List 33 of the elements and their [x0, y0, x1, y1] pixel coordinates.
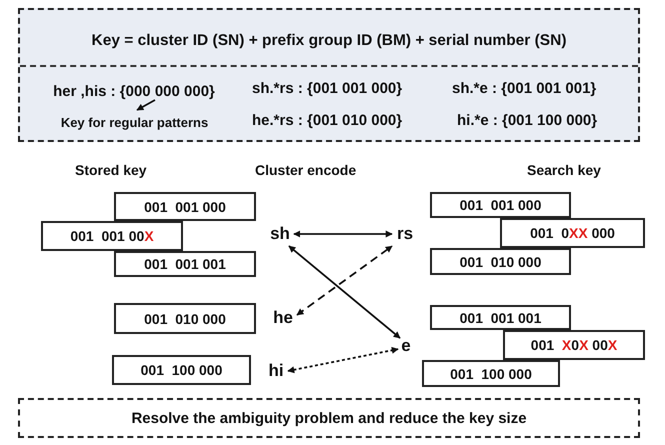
key-entry: he.*rs : {001 010 000} [252, 112, 402, 129]
key-entry: her ,his : {000 000 000} [34, 80, 234, 102]
key-box: 001 001 001 [114, 251, 256, 277]
key-entry: sh.*e : {001 001 001} [452, 80, 596, 97]
key-box: 001 100 000 [112, 355, 251, 385]
arrow [293, 230, 393, 238]
key-box: 001 010 000 [430, 248, 571, 275]
key-entry: sh.*rs : {001 001 000} [252, 80, 402, 97]
key-box: 001 001 000 [114, 192, 256, 221]
cluster-label: he [270, 307, 296, 329]
arrow [296, 245, 393, 316]
key-box: 001 001 001 [430, 305, 571, 330]
key-box: 001 001 00X [41, 221, 183, 251]
arrow [287, 346, 399, 374]
column-heading: Cluster encode [255, 162, 356, 178]
dashed-panel: Resolve the ambiguity problem and reduce the key size [18, 398, 640, 438]
key-entry: hi.*e : {001 100 000} [457, 112, 598, 129]
cluster-label: sh [268, 223, 292, 245]
key-box: 001 0XX 000 [500, 218, 645, 248]
arrow [288, 245, 401, 339]
key-box: 001 010 000 [114, 303, 256, 334]
column-heading: Search key [527, 162, 601, 178]
key-box: 001 100 000 [422, 360, 560, 387]
cluster-label: e [399, 335, 413, 357]
column-heading: Stored key [75, 162, 147, 178]
key-box: 001 X0X 00X [503, 330, 645, 360]
cluster-label: hi [266, 360, 286, 382]
arrow [136, 99, 156, 111]
formula-heading: Key = cluster ID (SN) + prefix group ID (BM) + serial number (SN) [90, 32, 568, 50]
key-box: 001 001 000 [430, 192, 571, 218]
dashed-panel [18, 8, 640, 142]
cluster-label: rs [394, 223, 416, 245]
key-note: Key for regular patterns [47, 112, 222, 132]
